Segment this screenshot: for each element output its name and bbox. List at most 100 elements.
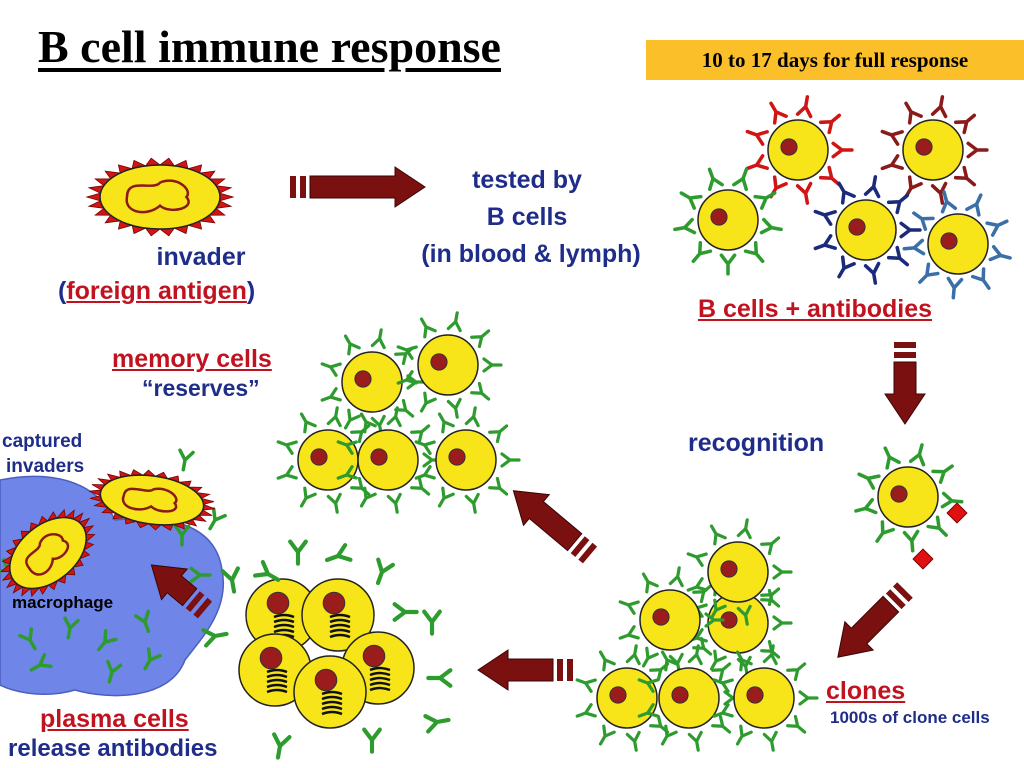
antibody-icon bbox=[396, 370, 418, 385]
antibody-icon bbox=[575, 703, 597, 718]
antibody-icon bbox=[437, 486, 455, 508]
antibody-icon bbox=[880, 129, 904, 146]
antibody-icon bbox=[362, 727, 382, 754]
antibody-icon bbox=[488, 476, 509, 496]
antibody-icon bbox=[813, 234, 837, 251]
antibody-icon bbox=[272, 732, 292, 760]
antibody-icon bbox=[410, 476, 431, 496]
antibody-icon bbox=[359, 486, 377, 508]
antibody-icon bbox=[470, 381, 491, 401]
antibody-icon bbox=[437, 412, 455, 434]
antibody-icon bbox=[985, 219, 1009, 237]
b-cell-icon bbox=[637, 644, 744, 752]
antibody-icon bbox=[625, 644, 641, 666]
b-cell-icon bbox=[238, 633, 312, 707]
antibody-icon bbox=[419, 317, 437, 339]
b-cell-icon bbox=[686, 518, 793, 626]
b-cell-icon bbox=[880, 95, 989, 205]
antibody-icon bbox=[912, 211, 935, 231]
antibody-icon bbox=[96, 629, 118, 652]
antibody-icon bbox=[686, 577, 708, 592]
antibody-icon bbox=[370, 328, 386, 350]
b-cell-icon bbox=[320, 328, 427, 436]
antibody-icon bbox=[940, 491, 964, 509]
antibody-icon bbox=[18, 627, 37, 651]
b-cell-icon bbox=[575, 644, 682, 752]
duration-banner: 10 to 17 days for full response bbox=[646, 40, 1024, 80]
clones-label: clones bbox=[826, 677, 906, 705]
antigen-icon bbox=[912, 548, 934, 570]
antibody-icon bbox=[359, 412, 377, 434]
antibody-icon bbox=[464, 492, 480, 514]
process-arrow-icon bbox=[290, 166, 426, 208]
invader-group bbox=[0, 157, 235, 598]
captured-invaders-line1: captured bbox=[2, 431, 83, 452]
invader-icon bbox=[0, 508, 96, 598]
antibody-icon bbox=[795, 95, 813, 119]
antibody-icon bbox=[965, 193, 983, 217]
b-cell-icon bbox=[396, 311, 503, 419]
antibody-icon bbox=[709, 649, 727, 671]
antibody-icon bbox=[201, 628, 229, 648]
antibody-icon bbox=[276, 440, 298, 455]
antibody-icon bbox=[422, 609, 442, 636]
antibody-icon bbox=[863, 175, 881, 199]
antibody-icon bbox=[386, 406, 402, 428]
antibody-icon bbox=[500, 452, 521, 468]
antibody-icon bbox=[464, 406, 480, 428]
antibody-icon bbox=[732, 167, 749, 191]
antibody-icon bbox=[299, 486, 317, 508]
antibody-icon bbox=[712, 703, 734, 718]
b-cell-icon bbox=[414, 406, 521, 514]
antibody-icon bbox=[931, 464, 954, 484]
antibody-icon bbox=[743, 240, 765, 264]
process-arrow-icon bbox=[837, 582, 913, 658]
antibody-icon bbox=[736, 518, 752, 540]
antibody-icon bbox=[762, 644, 778, 666]
antibody-icon bbox=[320, 362, 342, 377]
antibody-icon bbox=[446, 397, 462, 419]
b-cell-icon bbox=[813, 175, 922, 285]
antibody-icon bbox=[414, 440, 436, 455]
antibody-icon bbox=[618, 600, 640, 615]
antibody-icon bbox=[641, 572, 659, 594]
antibody-icon bbox=[392, 602, 419, 622]
antibody-icon bbox=[488, 424, 509, 444]
antibody-icon bbox=[712, 678, 734, 693]
foreign-antigen-text: foreign antigen bbox=[66, 277, 247, 305]
paren-close: ) bbox=[246, 277, 256, 305]
antibody-icon bbox=[276, 465, 298, 480]
release-antibodies-label: release antibodies bbox=[8, 735, 218, 762]
b-cell-icon bbox=[854, 443, 964, 553]
b-cell-group bbox=[201, 95, 1012, 760]
process-arrow-icon bbox=[884, 342, 926, 425]
antibody-icon bbox=[883, 446, 901, 470]
antibody-icon bbox=[798, 690, 819, 706]
antibody-icon bbox=[762, 730, 778, 752]
antibody-icon bbox=[482, 357, 503, 373]
antibody-icon bbox=[759, 217, 783, 235]
process-arrow-icon bbox=[512, 490, 598, 564]
antibody-icon bbox=[336, 465, 358, 480]
antibody-icon bbox=[946, 276, 964, 300]
b-cell-icon bbox=[336, 406, 443, 514]
b-cell-icon bbox=[902, 190, 1012, 300]
antibody-icon bbox=[837, 181, 856, 205]
antibody-icon bbox=[410, 424, 431, 444]
antibody-icon bbox=[660, 724, 678, 746]
antibody-icon bbox=[902, 529, 920, 553]
b-cell-icon bbox=[301, 578, 375, 652]
antibody-icon bbox=[786, 662, 807, 682]
antibody-icon bbox=[637, 678, 659, 693]
b-cell-icon bbox=[245, 578, 319, 652]
antibody-icon bbox=[178, 448, 195, 472]
antibody-icon bbox=[971, 267, 991, 290]
antibody-icon bbox=[575, 678, 597, 693]
antibody-icon bbox=[173, 524, 191, 547]
antibody-icon bbox=[707, 167, 724, 191]
antibody-icon bbox=[875, 520, 895, 543]
antibody-icon bbox=[886, 245, 910, 267]
process-arrow-icon bbox=[477, 649, 573, 691]
antibody-icon bbox=[414, 465, 436, 480]
